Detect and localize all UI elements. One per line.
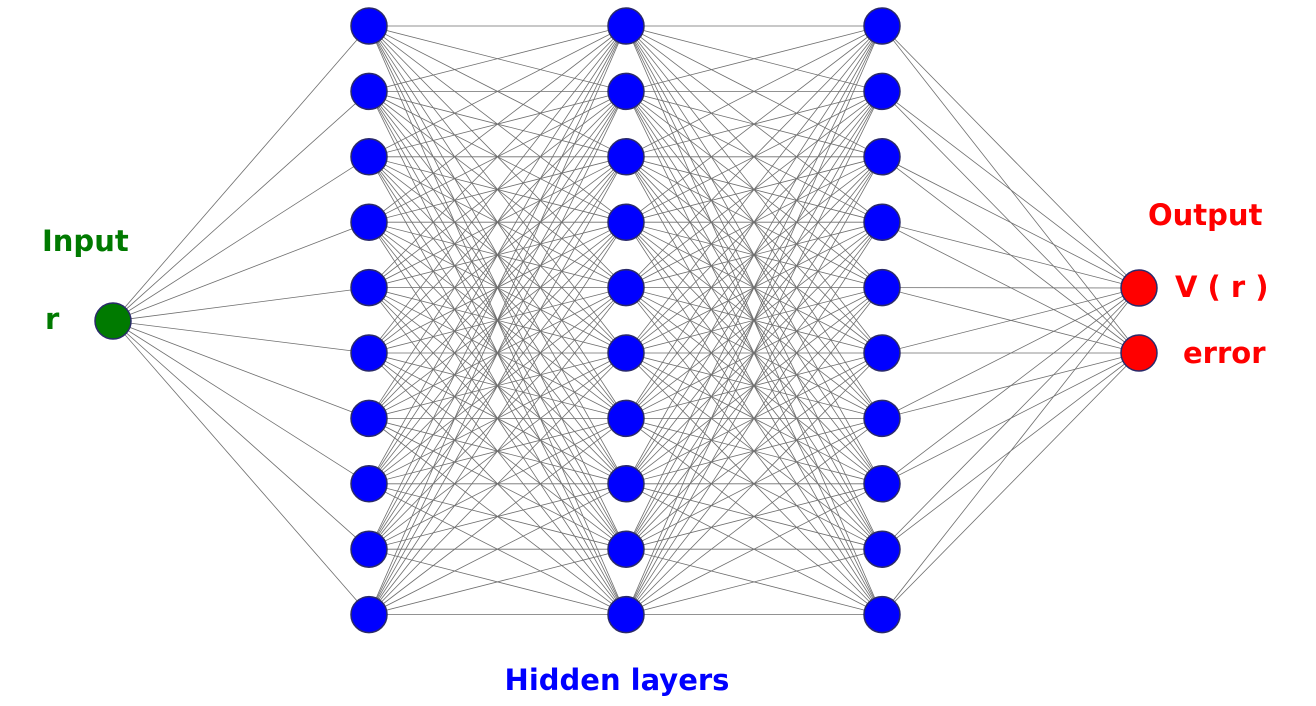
connection-hidden-1-10-to-hidden-2-7 [368, 418, 627, 615]
hidden-3-node-6 [863, 334, 901, 372]
hidden-2-node-3 [607, 138, 645, 176]
connection-hidden-1-4-to-hidden-2-1 [368, 25, 627, 223]
hidden-1-node-5 [350, 268, 388, 307]
connection-input-1-to-hidden-1-2 [112, 91, 370, 322]
hidden-3-node-7 [863, 399, 901, 438]
connection-hidden-3-8-to-output-1 [881, 287, 1140, 485]
hidden-2-node-2 [607, 72, 645, 111]
connection-hidden-3-10-to-output-1 [881, 287, 1140, 615]
hidden-1-node-7 [350, 399, 388, 438]
hidden-2-node-6 [607, 334, 645, 372]
hidden-1-node-2 [350, 72, 388, 111]
hidden-3-node-8 [863, 465, 901, 503]
hidden-3-node-2 [863, 72, 901, 111]
hidden-2-node-5 [607, 268, 645, 307]
connection-hidden-1-5-to-hidden-2-1 [368, 25, 627, 288]
connections [112, 25, 1140, 615]
output-title: Output [1148, 198, 1263, 232]
hidden-1-node-6 [350, 334, 388, 372]
connection-hidden-2-9-to-hidden-3-1 [625, 25, 883, 550]
connection-hidden-3-4-to-output-1 [881, 221, 1140, 289]
connection-input-1-to-hidden-1-1 [112, 25, 370, 322]
hidden-layers-title: Hidden layers [505, 663, 730, 697]
connection-hidden-1-9-to-hidden-2-1 [368, 25, 627, 550]
output-label-error: error [1183, 336, 1266, 370]
connection-input-1-to-hidden-1-3 [112, 156, 370, 322]
input-node-1 [94, 302, 132, 340]
connection-hidden-1-2-to-hidden-2-1 [368, 25, 627, 92]
connection-hidden-1-6-to-hidden-2-1 [368, 25, 627, 354]
connection-hidden-2-10-to-hidden-3-8 [625, 483, 883, 615]
connection-hidden-1-10-to-hidden-2-5 [368, 287, 627, 615]
connection-input-1-to-hidden-1-9 [112, 320, 370, 550]
hidden-3-node-5 [863, 268, 901, 307]
hidden-1-node-1 [350, 7, 388, 45]
output-node-1 [1120, 269, 1158, 307]
input-title: Input [42, 224, 129, 258]
output-label-potential: V ( r ) [1175, 270, 1269, 304]
hidden-1-node-8 [350, 465, 388, 503]
neurons [94, 7, 1158, 634]
connection-hidden-2-2-to-hidden-3-1 [625, 25, 883, 92]
connection-hidden-3-9-to-output-1 [881, 287, 1140, 550]
input-variable-label: r [45, 302, 60, 336]
hidden-3-node-3 [863, 138, 901, 176]
connection-hidden-3-10-to-output-2 [881, 352, 1140, 615]
connection-hidden-2-10-to-hidden-3-9 [625, 548, 883, 615]
connection-input-1-to-hidden-1-7 [112, 320, 370, 419]
connection-hidden-2-10-to-hidden-3-2 [625, 91, 883, 615]
connection-hidden-1-10-to-hidden-2-9 [368, 548, 627, 615]
connection-hidden-2-10-to-hidden-3-5 [625, 287, 883, 615]
connection-hidden-1-10-to-hidden-2-8 [368, 483, 627, 615]
connection-hidden-2-7-to-hidden-3-1 [625, 25, 883, 419]
hidden-2-node-1 [607, 7, 645, 45]
connection-input-1-to-hidden-1-5 [112, 287, 370, 322]
hidden-3-node-10 [863, 595, 901, 634]
hidden-2-node-9 [607, 530, 645, 568]
connection-hidden-2-4-to-hidden-3-1 [625, 25, 883, 223]
hidden-3-node-1 [863, 7, 901, 45]
connection-hidden-1-10-to-hidden-2-1 [368, 25, 627, 615]
connection-hidden-3-1-to-output-1 [881, 25, 1140, 289]
hidden-2-node-7 [607, 399, 645, 438]
connection-hidden-2-8-to-hidden-3-1 [625, 25, 883, 484]
connection-hidden-3-6-to-output-1 [881, 287, 1140, 354]
connection-hidden-1-7-to-hidden-2-1 [368, 25, 627, 419]
connection-input-1-to-hidden-1-4 [112, 221, 370, 322]
connection-hidden-3-7-to-output-1 [881, 287, 1140, 419]
connection-hidden-1-10-to-hidden-2-3 [368, 156, 627, 615]
hidden-1-node-4 [350, 203, 388, 241]
hidden-2-node-10 [607, 595, 645, 634]
hidden-1-node-9 [350, 530, 388, 568]
connection-hidden-1-10-to-hidden-2-6 [368, 352, 627, 615]
connection-hidden-2-10-to-hidden-3-1 [625, 25, 883, 615]
hidden-3-node-4 [863, 203, 901, 241]
connection-hidden-1-3-to-hidden-2-1 [368, 25, 627, 158]
connection-hidden-2-10-to-hidden-3-7 [625, 418, 883, 615]
connection-hidden-2-10-to-hidden-3-6 [625, 352, 883, 615]
connection-hidden-3-2-to-output-1 [881, 91, 1140, 289]
hidden-3-node-9 [863, 530, 901, 568]
connection-input-1-to-hidden-1-10 [112, 320, 370, 615]
connection-hidden-2-5-to-hidden-3-1 [625, 25, 883, 288]
connection-hidden-1-10-to-hidden-2-2 [368, 91, 627, 615]
connection-hidden-2-10-to-hidden-3-3 [625, 156, 883, 615]
connection-hidden-2-3-to-hidden-3-1 [625, 25, 883, 158]
hidden-2-node-4 [607, 203, 645, 241]
connection-input-1-to-hidden-1-6 [112, 320, 370, 354]
connection-hidden-1-8-to-hidden-2-1 [368, 25, 627, 484]
connection-hidden-2-6-to-hidden-3-1 [625, 25, 883, 354]
connection-hidden-3-3-to-output-1 [881, 156, 1140, 289]
connection-hidden-2-10-to-hidden-3-4 [625, 221, 883, 615]
connection-hidden-1-10-to-hidden-2-4 [368, 221, 627, 615]
hidden-1-node-3 [350, 138, 388, 176]
hidden-1-node-10 [350, 595, 388, 634]
connection-input-1-to-hidden-1-8 [112, 320, 370, 485]
hidden-2-node-8 [607, 465, 645, 503]
output-node-2 [1120, 334, 1158, 372]
